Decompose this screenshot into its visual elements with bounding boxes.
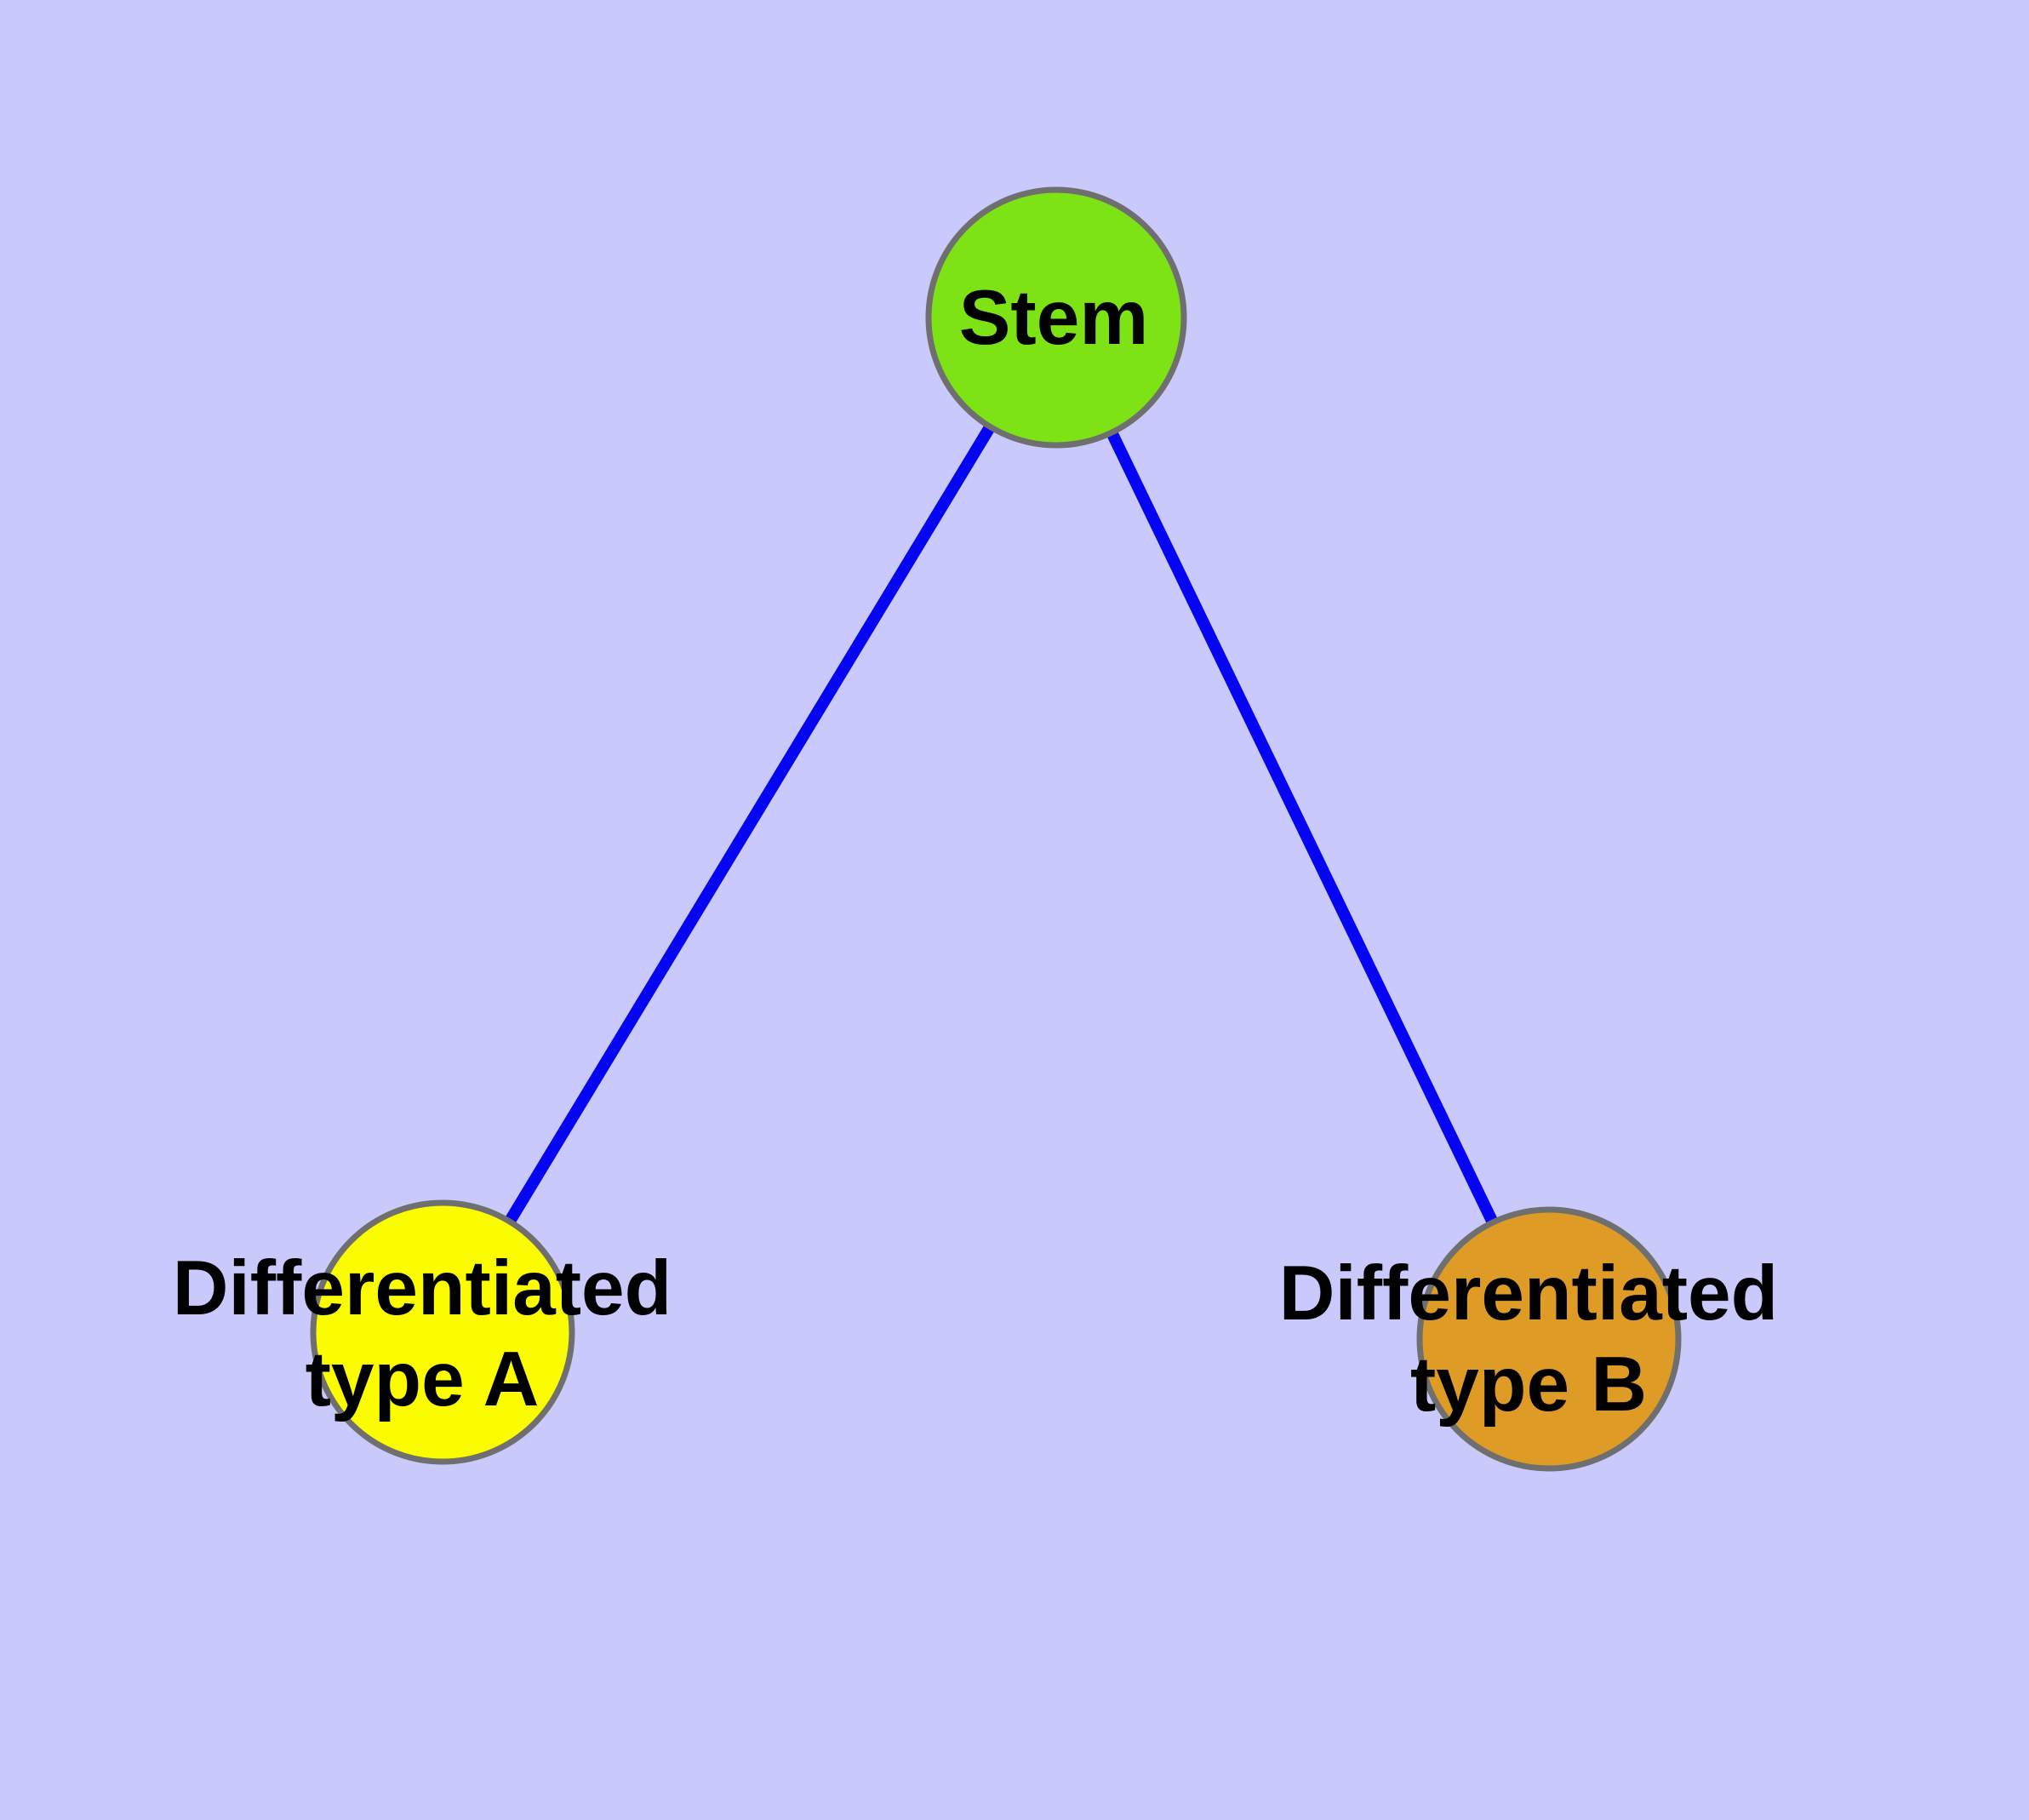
node-circle-stem [925, 186, 1187, 449]
edge-stem-to-type-b [1050, 314, 1555, 1342]
edge-stem-to-type-a [437, 314, 1061, 1336]
node-circle-type-a [310, 1199, 575, 1465]
node-circle-type-b [1416, 1206, 1682, 1472]
